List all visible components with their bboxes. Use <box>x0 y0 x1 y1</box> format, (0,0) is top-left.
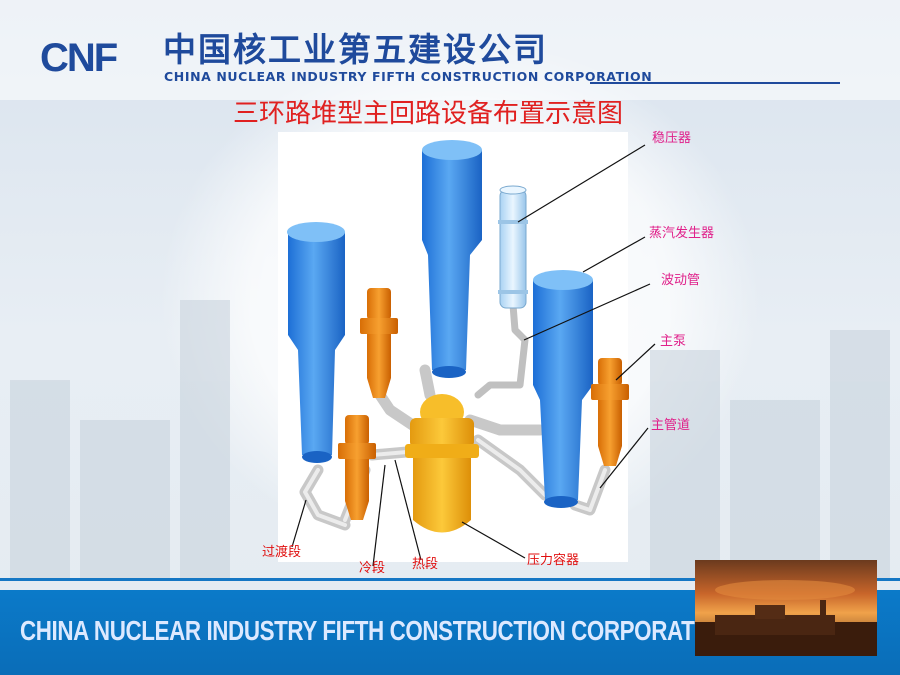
steam-generator-middle <box>422 140 482 378</box>
header-divider <box>590 82 840 84</box>
label-main-pump: 主泵 <box>660 334 687 349</box>
steam-generator-right <box>533 270 593 508</box>
main-pump-left <box>338 415 376 520</box>
pressure-vessel <box>405 394 479 533</box>
plant-photo <box>695 560 877 656</box>
surge-line <box>474 301 529 399</box>
label-hot-leg: 热段 <box>412 557 439 572</box>
leader-lines <box>291 144 656 567</box>
label-steam-generator: 蒸汽发生器 <box>649 226 715 241</box>
footer-divider <box>0 578 900 581</box>
label-pressurizer: 稳压器 <box>652 131 692 146</box>
label-crossover-leg: 过渡段 <box>262 545 302 560</box>
label-main-pipe: 主管道 <box>651 418 691 433</box>
company-name-cn: 中国核工业第五建设公司 <box>163 30 548 69</box>
diagram-title: 三环路堆型主回路设备布置示意图 <box>233 99 624 129</box>
steam-generator-left <box>287 222 345 463</box>
cnf-logo: CNF <box>40 36 118 80</box>
pressurizer <box>498 185 528 309</box>
main-pump-right <box>591 358 629 466</box>
company-name-en: CHINA NUCLEAR INDUSTRY FIFTH CONSTRUCTIO… <box>164 69 653 84</box>
label-cold-leg: 冷段 <box>359 561 386 576</box>
label-surge-line: 波动管 <box>661 273 701 288</box>
main-pump-back <box>360 288 398 398</box>
footer-company-name: CHINA NUCLEAR INDUSTRY FIFTH CONSTRUCTIO… <box>20 615 734 646</box>
label-pressure-vessel: 压力容器 <box>527 553 580 568</box>
